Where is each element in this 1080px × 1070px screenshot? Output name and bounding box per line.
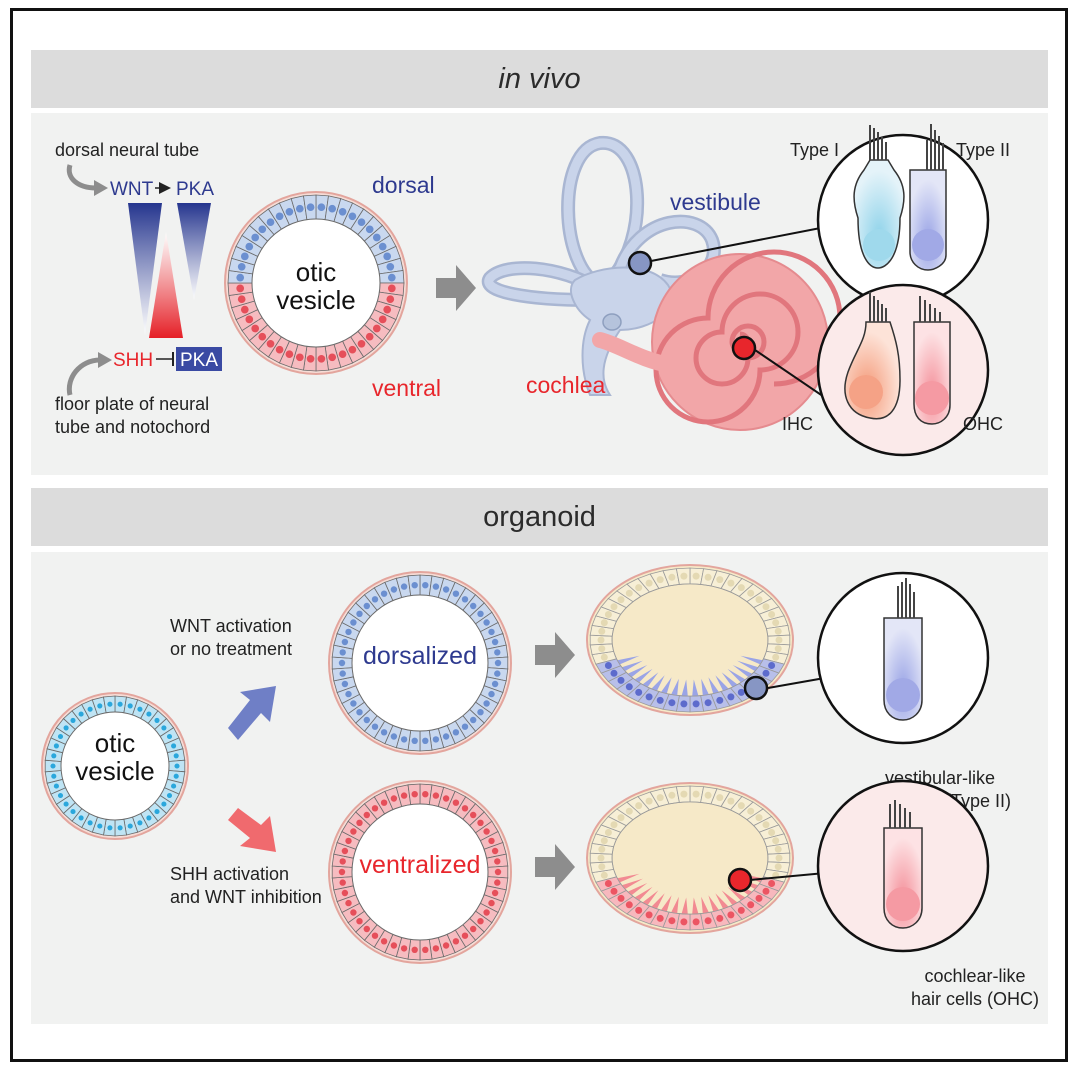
curved-arrow-dorsal-head (94, 180, 108, 196)
shh-gradient-wedge (149, 232, 183, 338)
label-vesicle-organoid: vesicle (75, 756, 154, 786)
label-wnt-activation-1: WNT activation (170, 616, 292, 636)
label-shh: SHH (113, 350, 153, 371)
curved-arrow-floor-head (98, 352, 112, 368)
curved-arrow-dorsal (66, 164, 97, 191)
zoom-cochlear-like-hair-cell (816, 779, 990, 953)
arrow-dorsalize (228, 686, 276, 740)
label-dorsalized: dorsalized (363, 642, 477, 670)
label-ohc: OHC (963, 414, 1003, 434)
label-dorsal-neural-tube: dorsal neural tube (55, 140, 199, 160)
arrow-ventralize (228, 808, 276, 852)
label-vesicle-top: vesicle (276, 285, 355, 315)
cochlear-organoid (586, 782, 794, 934)
curved-arrow-floor (66, 357, 101, 396)
cochlea-hair-cell-marker (731, 335, 757, 361)
connector-vestibule (650, 224, 837, 262)
label-dorsal: dorsal (372, 172, 435, 198)
zoom-vestibular-like-hair-cell (816, 571, 990, 745)
inner-ear-vestibule (481, 135, 721, 396)
label-floor-plate-1: floor plate of neural (55, 394, 209, 414)
zoom-cochlear-hair-cells (816, 283, 990, 457)
label-otic-organoid: otic (95, 728, 135, 758)
vestibule-hair-cell-marker (627, 250, 653, 276)
arrow-to-dorsal-organoid (535, 632, 575, 678)
label-ihc: IHC (782, 414, 813, 434)
vestibular-organoid (586, 564, 794, 716)
label-wnt-activation-2: or no treatment (170, 639, 292, 659)
label-cochlear-like-1: cochlear-like (924, 966, 1025, 986)
section-header-organoid: organoid (31, 488, 1048, 546)
otic-vesicle-organoid (41, 692, 189, 840)
pka-gradient-wedge (177, 203, 211, 300)
ventralized-vesicle (328, 780, 512, 964)
label-otic-top: otic (296, 257, 336, 287)
label-shh-activation-2: and WNT inhibition (170, 887, 322, 907)
pka-box (176, 347, 222, 371)
wnt-gradient-wedge (128, 203, 162, 335)
label-ventralized: ventralized (360, 851, 481, 879)
label-wnt: WNT (110, 179, 154, 200)
label-floor-plate-2: tube and notochord (55, 417, 210, 437)
arrow-to-ventral-organoid (535, 844, 575, 890)
label-cochlear-like-2: hair cells (OHC) (911, 989, 1039, 1009)
dorsalized-vesicle (328, 571, 512, 755)
arrow-to-inner-ear (436, 265, 476, 311)
label-type-ii: Type II (956, 140, 1010, 160)
label-shh-activation-1: SHH activation (170, 864, 289, 884)
label-vestibule: vestibule (670, 189, 761, 215)
label-cochlea: cochlea (526, 372, 605, 398)
section-header-in-vivo: in vivo (31, 50, 1048, 108)
label-ventral: ventral (372, 375, 441, 401)
label-type-i: Type I (790, 140, 839, 160)
label-pka-top: PKA (176, 179, 214, 200)
inner-ear-cochlea (592, 249, 843, 431)
label-pka-bottom: PKA (180, 350, 218, 371)
otic-vesicle-in-vivo (224, 191, 408, 375)
